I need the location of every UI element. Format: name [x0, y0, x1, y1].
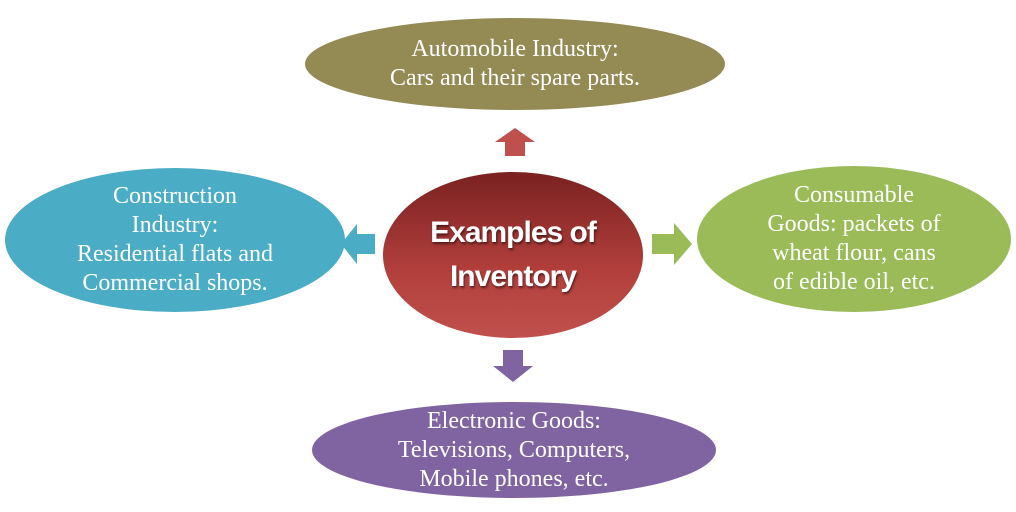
arrow-down-icon	[493, 350, 533, 382]
center-title: Examples of Inventory	[430, 216, 597, 293]
construction-industry-node: Construction Industry: Residential flats…	[5, 168, 345, 312]
automobile-industry-node: Automobile Industry: Cars and their spar…	[305, 18, 725, 110]
arrow-up-icon	[495, 128, 535, 156]
construction-industry-text: Construction Industry: Residential flats…	[77, 183, 273, 296]
arrow-left-icon	[341, 224, 375, 264]
electronic-goods-node: Electronic Goods: Televisions, Computers…	[312, 402, 716, 498]
center-node: Examples of Inventory	[383, 172, 643, 338]
arrow-right-icon	[652, 223, 692, 265]
consumable-goods-text: Consumable Goods: packets of wheat flour…	[767, 182, 941, 295]
consumable-goods-node: Consumable Goods: packets of wheat flour…	[697, 166, 1011, 312]
automobile-industry-text: Automobile Industry: Cars and their spar…	[390, 36, 640, 91]
electronic-goods-text: Electronic Goods: Televisions, Computers…	[397, 407, 631, 492]
